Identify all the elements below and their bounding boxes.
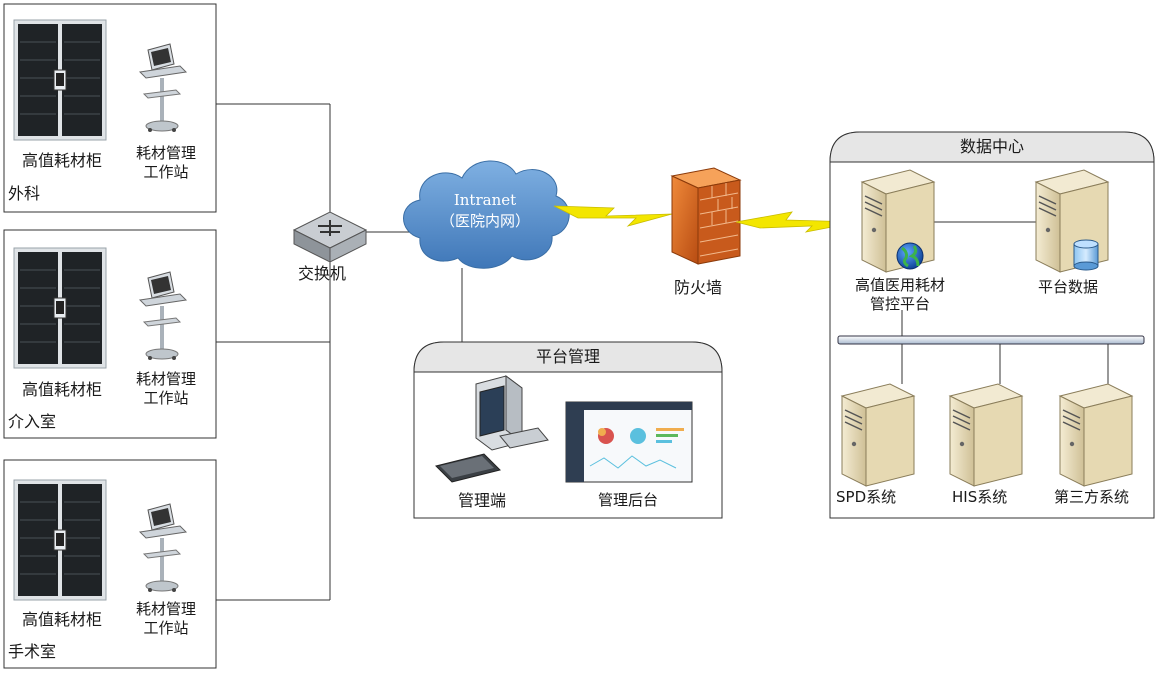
platform-data-label: 平台数据 — [1038, 278, 1099, 296]
firewall-icon — [670, 167, 742, 265]
department-label: 介入室 — [8, 412, 57, 431]
cabinet-icon — [13, 479, 107, 601]
cabinet-label: 高值耗材柜 — [22, 151, 103, 170]
network-switch-icon — [292, 211, 368, 263]
switch-label: 交换机 — [298, 264, 347, 283]
admin-backend-label: 管理后台 — [598, 491, 659, 509]
intranet-subtitle: （医院内网） — [439, 212, 530, 230]
server-tower-icon — [1059, 383, 1133, 487]
system-label-third-party: 第三方系统 — [1054, 488, 1130, 506]
intranet-label: Intranet （医院内网） — [410, 190, 560, 232]
workstation-label: 耗材管理 工作站 — [135, 370, 196, 407]
system-label-spd: SPD系统 — [836, 488, 897, 506]
server-tower-icon — [949, 383, 1023, 487]
system-label-his: HIS系统 — [952, 488, 1008, 506]
control-platform-label: 高值医用耗材 管控平台 — [854, 276, 945, 313]
cabinet-label: 高值耗材柜 — [22, 380, 103, 399]
department-links — [216, 103, 463, 601]
server-tower-icon — [841, 383, 915, 487]
cabinet-icon — [13, 19, 107, 141]
platform-management-title: 平台管理 — [536, 347, 601, 366]
workstation-label: 耗材管理 工作站 — [135, 144, 196, 181]
department-label: 外科 — [8, 184, 41, 203]
globe-icon — [896, 242, 924, 270]
desktop-pc-icon — [435, 375, 549, 483]
cabinet-icon — [13, 247, 107, 369]
dashboard-screenshot-icon — [565, 401, 693, 483]
lightning-link-1 — [553, 205, 673, 227]
workstation-label: 耗材管理 工作站 — [135, 600, 196, 637]
department-label: 手术室 — [8, 642, 57, 661]
firewall-label: 防火墙 — [674, 278, 723, 297]
cabinet-label: 高值耗材柜 — [22, 610, 103, 629]
bus-bar — [837, 310, 1145, 384]
admin-terminal-label: 管理端 — [458, 491, 507, 510]
data-center-title: 数据中心 — [960, 137, 1025, 156]
database-icon — [1073, 239, 1099, 271]
intranet-title: Intranet — [453, 191, 517, 209]
cloud-icon — [403, 160, 570, 269]
